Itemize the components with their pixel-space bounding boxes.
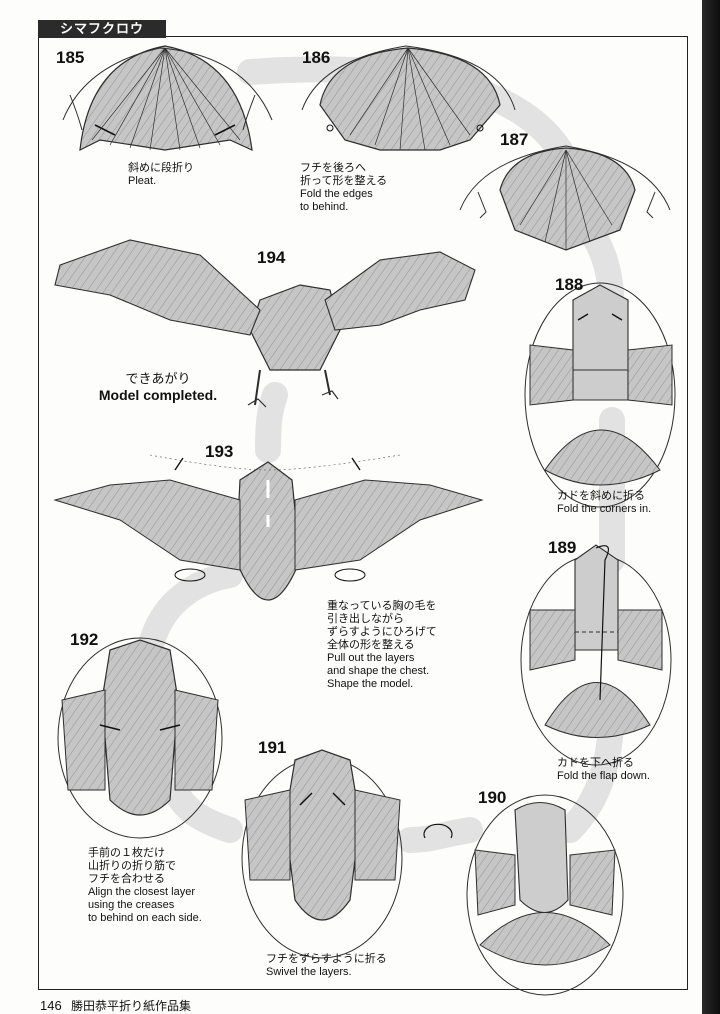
page-frame-top <box>165 36 688 37</box>
turn-over-arrow <box>423 823 453 839</box>
page-number: 146 <box>40 998 62 1013</box>
step-188-diagram <box>524 282 676 508</box>
diagram-artwork <box>53 45 676 996</box>
step-number-185: 185 <box>56 48 85 67</box>
step-187-diagram <box>459 145 671 251</box>
page-frame <box>38 36 688 990</box>
caption-189: カドを下へ折る Fold the flap down. <box>557 757 650 782</box>
step-193-diagram <box>53 454 484 601</box>
step-number-189: 189 <box>548 538 577 557</box>
step-number-187: 187 <box>500 130 529 149</box>
step-number-191: 191 <box>258 738 287 757</box>
step-number-194: 194 <box>257 248 286 267</box>
step-189-diagram <box>520 544 672 766</box>
book-page: シマフクロウ <box>0 0 702 1014</box>
step-number-193: 193 <box>205 442 234 461</box>
step-190-diagram <box>466 794 624 996</box>
book-title: 勝田恭平折り紙作品集 <box>71 999 192 1013</box>
step-number-186: 186 <box>302 48 331 67</box>
caption-186: フチを後ろへ 折って形を整える Fold the edges to behind… <box>300 162 388 213</box>
page-footer: 146 勝田恭平折り紙作品集 <box>40 997 191 1014</box>
caption-193: 重なっている胸の毛を 引き出しながら ずらすようにひろげて 全体の形を整える P… <box>327 600 437 690</box>
step-number-192: 192 <box>70 630 99 649</box>
step-number-190: 190 <box>478 788 507 807</box>
caption-194-completed: できあがり Model completed. <box>98 371 218 403</box>
step-186-diagram <box>301 45 516 151</box>
step-192-diagram <box>57 637 223 839</box>
caption-188: カドを斜めに折る Fold the corners in. <box>557 490 652 515</box>
caption-192: 手前の１枚だけ 山折りの折り筋で フチを合わせる Align the close… <box>88 847 202 924</box>
step-191-diagram <box>241 749 403 959</box>
step-185-diagram <box>62 45 273 152</box>
scan-edge-shadow <box>702 0 720 1014</box>
chapter-title: シマフクロウ <box>60 21 145 36</box>
step-194-diagram <box>54 239 476 408</box>
caption-185: 斜めに段折り Pleat. <box>128 162 194 187</box>
caption-191: フチをずらすように折る Swivel the layers. <box>266 953 387 978</box>
step-number-188: 188 <box>555 275 584 294</box>
chapter-title-tab: シマフクロウ <box>38 20 166 38</box>
